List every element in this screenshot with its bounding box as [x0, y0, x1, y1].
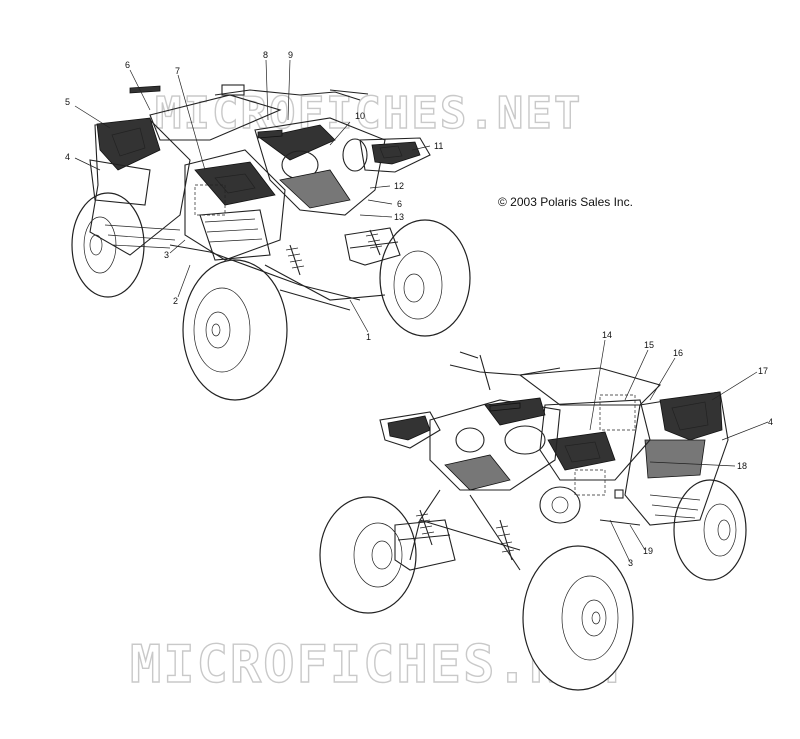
atv-front-left-view: [71, 84, 471, 401]
front-right-tire: [379, 219, 471, 337]
bottom-side-panel-decal: [547, 431, 616, 471]
hood-decal: [259, 124, 336, 161]
bottom-front-left-tire: [319, 496, 417, 614]
rear-fender-decal: [96, 117, 161, 171]
callout-17: 17: [758, 366, 768, 376]
callout-10: 10: [355, 111, 365, 121]
leader-lines-top: [74, 59, 431, 333]
callout-14: 14: [602, 330, 612, 340]
atv-front-right-view: [319, 351, 747, 691]
callout-9: 9: [288, 50, 293, 60]
callout-5: 5: [65, 97, 70, 107]
rear-left-tire: [71, 192, 145, 298]
bottom-rear-fender-decal: [659, 391, 723, 441]
callouts-bottom: 14 15 16 17 4 18 3 19: [602, 330, 773, 568]
callout-6-second: 6: [397, 199, 402, 209]
callout-4: 4: [65, 152, 70, 162]
front-left-tire: [182, 259, 288, 401]
callout-6: 6: [125, 60, 130, 70]
callout-3-bottom: 3: [628, 558, 633, 568]
callout-16: 16: [673, 348, 683, 358]
callout-1: 1: [366, 332, 371, 342]
callout-2: 2: [173, 296, 178, 306]
bottom-front-fender-decal: [387, 415, 431, 441]
callout-7: 7: [175, 66, 180, 76]
leader-lines-bottom: [589, 339, 769, 563]
callout-13: 13: [394, 212, 404, 222]
side-panel-decal: [194, 161, 276, 206]
bottom-rear-right-tire: [673, 479, 747, 581]
watermark-top: MICROFICHES.NET: [155, 88, 582, 139]
callout-11: 11: [434, 141, 443, 151]
copyright-notice: © 2003 Polaris Sales Inc.: [498, 195, 633, 209]
front-fender-decal: [371, 141, 421, 165]
callout-3: 3: [164, 250, 169, 260]
callout-4-bottom: 4: [768, 417, 773, 427]
callout-18: 18: [737, 461, 747, 471]
callouts-top: 6 7 8 9 10 11 12 6 13 5 4 3 2 1: [65, 50, 443, 342]
callout-12: 12: [394, 181, 404, 191]
bottom-front-right-tire: [522, 545, 634, 691]
callout-8: 8: [263, 50, 268, 60]
callout-19: 19: [643, 546, 653, 556]
callout-15: 15: [644, 340, 654, 350]
